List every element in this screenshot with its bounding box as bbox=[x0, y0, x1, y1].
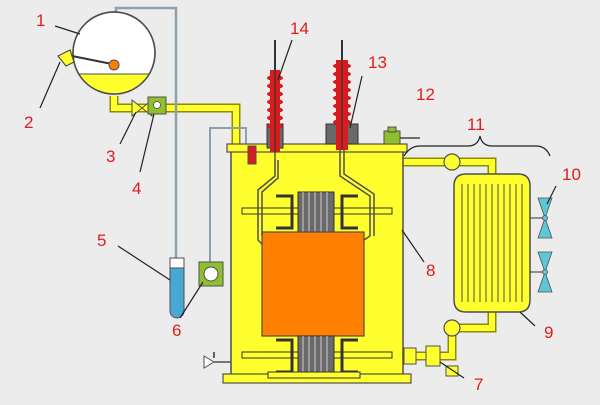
float-ball bbox=[108, 59, 120, 71]
label-5: 5 bbox=[97, 231, 106, 250]
safety-device bbox=[383, 126, 401, 145]
label-2: 2 bbox=[24, 113, 33, 132]
lead-wires bbox=[257, 150, 375, 245]
oil-sample-bulb bbox=[169, 257, 185, 319]
label-6: 6 bbox=[172, 321, 181, 340]
thermometer-pocket bbox=[247, 145, 257, 165]
drain-valve bbox=[403, 345, 459, 377]
label-1: 1 bbox=[36, 11, 45, 30]
conservator bbox=[71, 11, 156, 95]
hv-bushing-left bbox=[266, 40, 284, 160]
label-8: 8 bbox=[426, 261, 435, 280]
label-13: 13 bbox=[368, 53, 387, 72]
active-part bbox=[241, 191, 393, 379]
radiator bbox=[443, 153, 531, 337]
thermometer-capillary bbox=[209, 127, 247, 262]
label-9: 9 bbox=[544, 323, 553, 342]
oil-level-gauge bbox=[57, 49, 75, 67]
label-10: 10 bbox=[562, 165, 581, 184]
label-14: 14 bbox=[290, 19, 309, 38]
label-12: 12 bbox=[416, 85, 435, 104]
label-7: 7 bbox=[474, 375, 483, 394]
label-3: 3 bbox=[106, 147, 115, 166]
cooling-fans bbox=[530, 197, 553, 293]
sampling-tap bbox=[203, 352, 231, 369]
winding bbox=[261, 231, 365, 337]
callout-labels: 1 2 3 4 5 6 7 8 9 10 11 12 13 14 bbox=[24, 11, 581, 394]
label-4: 4 bbox=[132, 179, 141, 198]
hv-bushing-right bbox=[325, 40, 359, 150]
label-11: 11 bbox=[467, 115, 485, 134]
leader-lines bbox=[39, 25, 557, 379]
